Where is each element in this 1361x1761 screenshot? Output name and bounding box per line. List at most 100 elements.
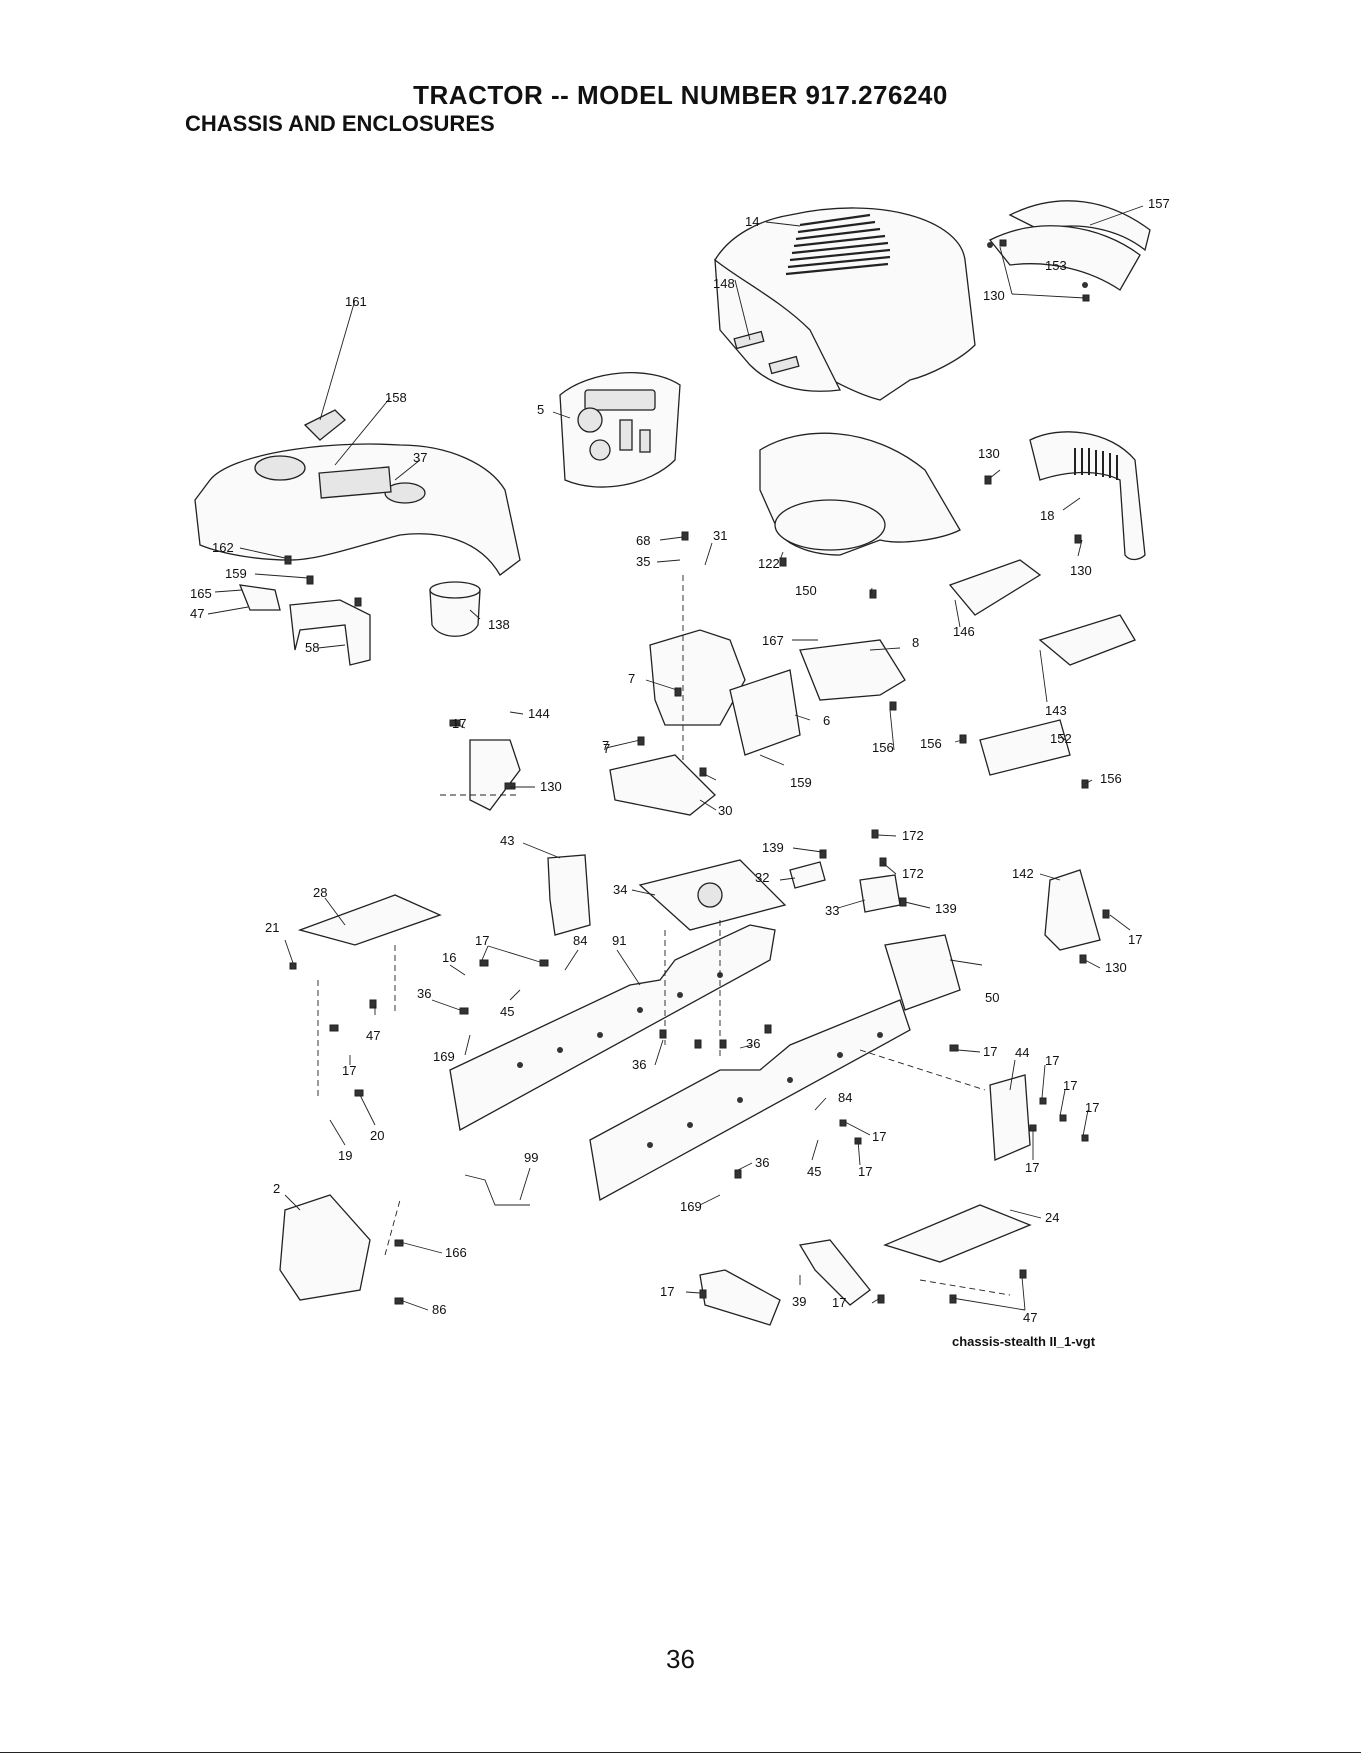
hitch-plate-right — [798, 1239, 871, 1306]
callout: 156 — [920, 736, 942, 751]
callout: 24 — [1045, 1210, 1059, 1225]
assembly-lines — [317, 575, 1011, 1296]
callout: 122 — [758, 556, 780, 571]
callout: 156 — [872, 740, 894, 755]
callout: 161 — [345, 294, 367, 309]
fender — [194, 443, 521, 576]
section-subtitle: CHASSIS AND ENCLOSURES — [185, 111, 495, 136]
callout: 32 — [755, 870, 769, 885]
lever-rod — [464, 1174, 530, 1206]
callout: 138 — [488, 617, 510, 632]
callout: 19 — [338, 1148, 352, 1163]
callout: 130 — [1070, 563, 1092, 578]
side-panel — [948, 559, 1042, 616]
callout: 17 — [1025, 1160, 1039, 1175]
callout: 166 — [445, 1245, 467, 1260]
callout: 36 — [755, 1155, 769, 1170]
callout: 130 — [983, 288, 1005, 303]
callout: 150 — [795, 583, 817, 598]
callout: 68 — [636, 533, 650, 548]
hood — [714, 207, 976, 401]
callout: 169 — [433, 1049, 455, 1064]
callout: 17 — [872, 1129, 886, 1144]
hood-grille — [785, 213, 891, 276]
callout: 17 — [475, 933, 489, 948]
callout: 172 — [902, 866, 924, 881]
callout: 47 — [190, 606, 204, 621]
callout: 21 — [265, 920, 279, 935]
steering-plate — [279, 1194, 371, 1301]
front-bracket-44 — [989, 1074, 1031, 1161]
callout: 17 — [858, 1164, 872, 1179]
callout: 86 — [432, 1302, 446, 1317]
callout: 84 — [573, 933, 587, 948]
callout: 130 — [1105, 960, 1127, 975]
callout: 84 — [838, 1090, 852, 1105]
callout: 17 — [1128, 932, 1142, 947]
frame-bracket-43 — [547, 854, 591, 936]
callout: 159 — [790, 775, 812, 790]
callout: 17 — [660, 1284, 674, 1299]
callout: 58 — [305, 640, 319, 655]
callout: 37 — [413, 450, 427, 465]
callout: 20 — [370, 1128, 384, 1143]
callout: 99 — [524, 1150, 538, 1165]
hood-trim — [987, 200, 1151, 291]
front-bracket-50 — [884, 934, 961, 1011]
callout: 14 — [745, 214, 759, 229]
callout: 152 — [1050, 731, 1072, 746]
upper-chassis — [609, 629, 906, 816]
battery — [979, 719, 1071, 776]
callout: 169 — [680, 1199, 702, 1214]
small-bracket — [238, 584, 281, 611]
callout: 17 — [983, 1044, 997, 1059]
fender-bracket — [289, 599, 371, 666]
frame-rails — [449, 924, 911, 1202]
battery-cover — [1038, 614, 1136, 666]
callout: 50 — [985, 990, 999, 1005]
footrest-left — [297, 894, 442, 946]
callout: 28 — [313, 885, 327, 900]
page-title: TRACTOR -- MODEL NUMBER 917.276240 — [413, 80, 948, 110]
callout: 7 — [628, 671, 635, 686]
callout: 139 — [935, 901, 957, 916]
callout: 17 — [1063, 1078, 1077, 1093]
callout: 165 — [190, 586, 212, 601]
callout: 143 — [1045, 703, 1067, 718]
front-grille — [1029, 431, 1146, 561]
callout: 45 — [807, 1164, 821, 1179]
callout: 47 — [366, 1028, 380, 1043]
callout: 158 — [385, 390, 407, 405]
callout: 156 — [1100, 771, 1122, 786]
callout: 31 — [713, 528, 727, 543]
callout: 17 — [342, 1063, 356, 1078]
callout: 139 — [762, 840, 784, 855]
console-deck — [759, 432, 961, 556]
bracket-32 — [789, 861, 826, 889]
callout: 35 — [636, 554, 650, 569]
callout: 7 — [602, 738, 609, 753]
callout: 130 — [540, 779, 562, 794]
bottom-rule — [0, 1752, 1361, 1753]
callout: 17 — [452, 716, 466, 731]
callout: 17 — [1045, 1053, 1059, 1068]
pedal-right — [1044, 869, 1101, 951]
callout: 30 — [718, 803, 732, 818]
callout: 43 — [500, 833, 514, 848]
leader-lines — [207, 205, 1144, 1311]
callout: 45 — [500, 1004, 514, 1019]
footrest-right — [883, 1204, 1032, 1263]
callout: 91 — [612, 933, 626, 948]
callout: 148 — [713, 276, 735, 291]
callout: 16 — [442, 950, 456, 965]
callout: 6 — [823, 713, 830, 728]
image-reference-code: chassis-stealth II_1-vgt — [952, 1334, 1096, 1349]
callout: 142 — [1012, 866, 1034, 881]
callout: 157 — [1148, 196, 1170, 211]
callout: 162 — [212, 540, 234, 555]
callout: 36 — [632, 1057, 646, 1072]
callout: 39 — [792, 1294, 806, 1309]
callout: 34 — [613, 882, 627, 897]
seat-adjust-plate — [303, 409, 346, 441]
